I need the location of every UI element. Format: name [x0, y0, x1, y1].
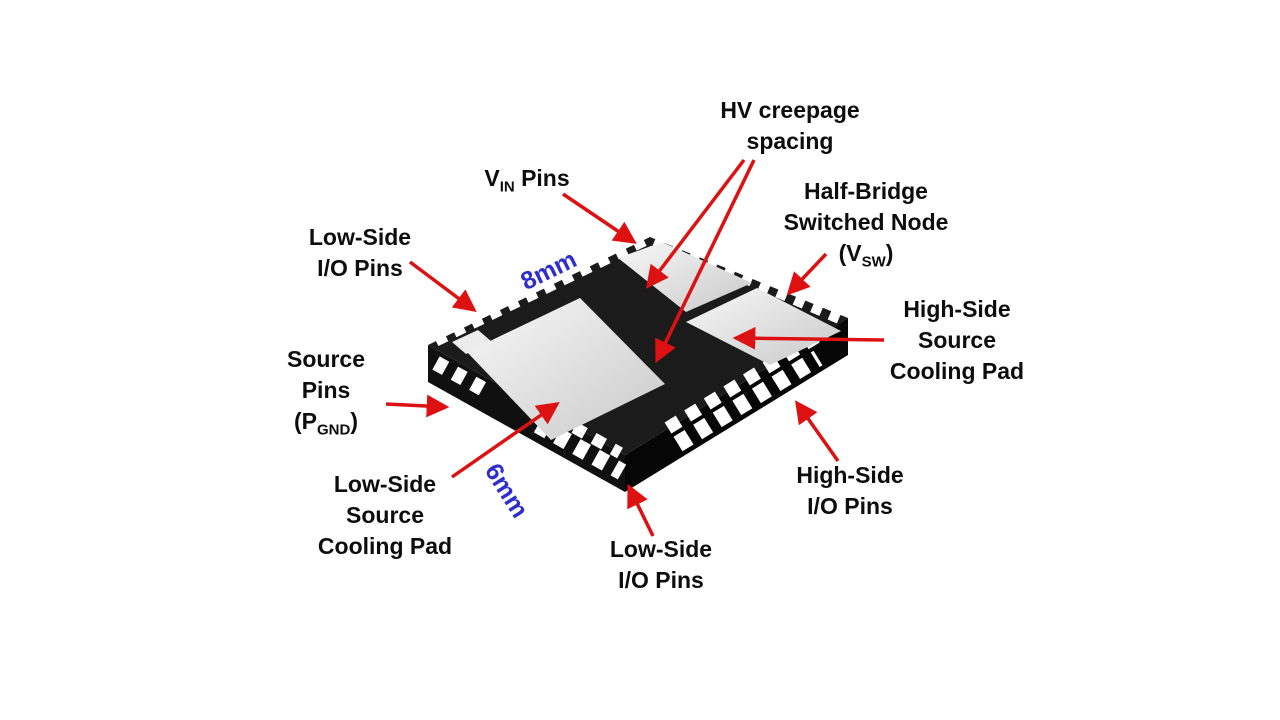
source-pins-notches	[432, 356, 487, 396]
low-side-cooling-pad-shape	[467, 298, 665, 440]
label-line: Source	[918, 327, 996, 353]
label-hv-creepage-spacing: HV creepage spacing	[720, 95, 859, 157]
label-line: VIN Pins	[484, 163, 569, 203]
label-subscript: GND	[316, 421, 351, 439]
label-subscript: IN	[499, 178, 515, 196]
arrow-hv-creepage-2	[655, 159, 756, 364]
label-line: High-Side	[796, 462, 904, 488]
label-line: HV creepage	[720, 97, 860, 123]
right-edge-pins	[652, 234, 846, 326]
label-high-side-source-cooling-pad: High-Side Source Cooling Pad	[890, 294, 1024, 387]
label-line: Low-Side	[333, 471, 437, 497]
label-low-side-io-pins-left: Low-Side I/O Pins	[309, 222, 411, 284]
label-line: Half-Bridge	[804, 178, 928, 204]
label-text: V	[484, 165, 500, 191]
corner-pad-shape	[452, 330, 492, 354]
label-low-side-io-pins-bottom: Low-Side I/O Pins	[610, 534, 712, 596]
label-low-side-source-cooling-pad: Low-Side Source Cooling Pad	[318, 469, 452, 562]
label-line: Low-Side	[609, 536, 713, 562]
arrow-low-side-cooling-pad	[451, 402, 560, 479]
label-line: Cooling Pad	[889, 358, 1025, 384]
label-line: Source	[287, 346, 365, 372]
label-line: I/O Pins	[618, 567, 704, 593]
arrow-high-side-io	[795, 400, 840, 463]
bottom-right-edge-pins	[664, 325, 830, 434]
label-text: )	[350, 408, 359, 434]
label-line: Low-Side	[308, 224, 412, 250]
label-line: Cooling Pad	[317, 533, 453, 559]
label-high-side-io-pins: High-Side I/O Pins	[796, 460, 903, 522]
callout-arrows	[385, 158, 885, 537]
label-source-pins-pgnd: Source Pins (PGND)	[287, 344, 365, 446]
label-text: (V	[838, 240, 862, 266]
label-text: (P	[293, 408, 317, 434]
label-text: Pins	[514, 165, 570, 191]
high-side-io-notches	[673, 350, 823, 452]
high-side-cooling-pad-shape	[686, 288, 841, 365]
arrow-source-pins	[385, 394, 450, 418]
label-text: )	[885, 240, 894, 266]
label-half-bridge-switched-node: Half-Bridge Switched Node (VSW)	[784, 176, 949, 278]
arrow-vin-pins	[562, 192, 637, 244]
bottom-left-edge-pins	[533, 400, 623, 459]
label-line: (PGND)	[287, 406, 365, 446]
low-side-io-bottom-notches	[533, 417, 627, 480]
label-subscript: SW	[861, 253, 886, 271]
arrow-hv-creepage-1	[645, 158, 746, 289]
label-line: I/O Pins	[807, 493, 893, 519]
arrow-low-side-io-bottom	[627, 483, 655, 537]
label-line: Pins	[301, 377, 351, 403]
arrow-low-side-io-left	[408, 260, 477, 313]
vin-pad-shape	[618, 242, 752, 312]
arrow-half-bridge-node	[786, 252, 828, 296]
label-line: Source	[346, 502, 424, 528]
label-line: spacing	[746, 128, 834, 154]
arrow-high-side-cooling-pad	[732, 326, 885, 350]
label-line: (VSW)	[784, 238, 949, 278]
label-line: Switched Node	[783, 209, 949, 235]
label-line: I/O Pins	[317, 255, 403, 281]
label-line: High-Side	[903, 296, 1011, 322]
label-vin-pins: VIN Pins	[484, 163, 569, 203]
